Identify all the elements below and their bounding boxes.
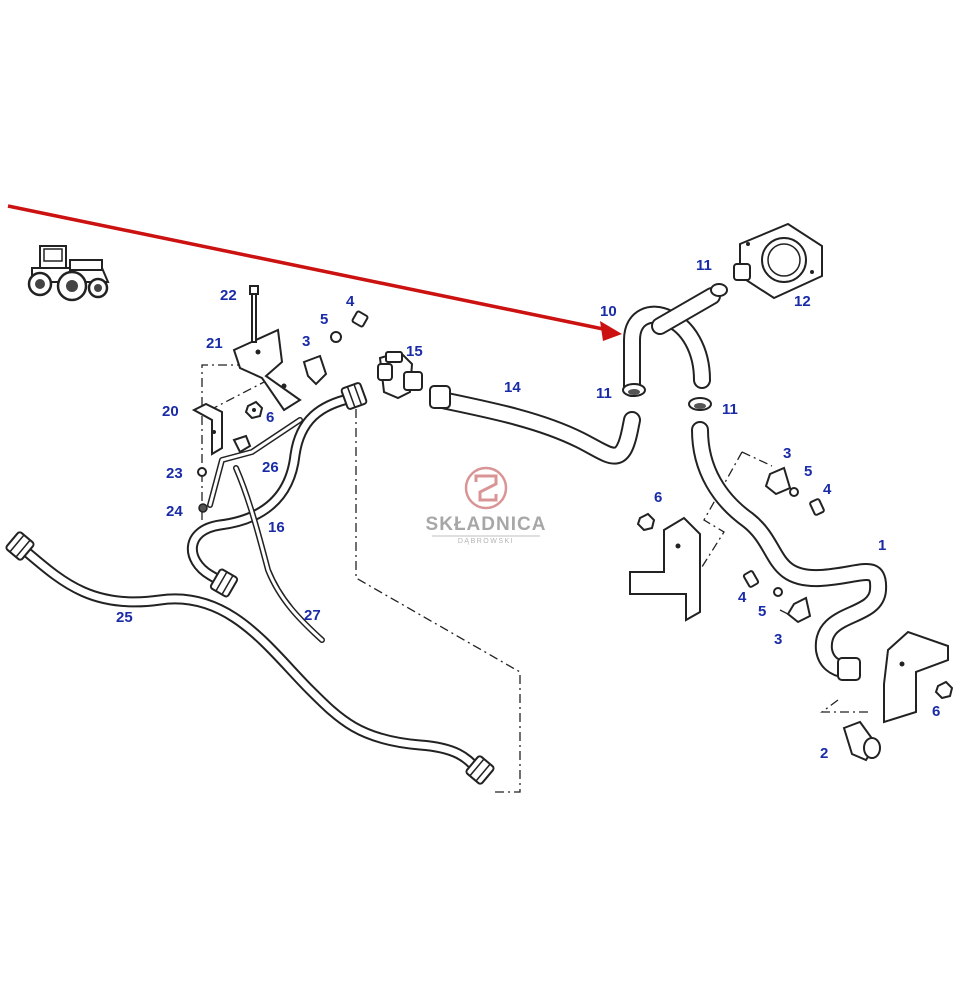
callout-6: 6 <box>654 489 662 506</box>
part-21-bracket <box>232 328 302 412</box>
callout-22: 22 <box>220 287 237 304</box>
part-15-t-fitting <box>377 350 423 400</box>
watermark-sub: DĄBROWSKI <box>458 538 514 545</box>
part-10-hose <box>623 287 721 397</box>
callout-24: 24 <box>166 503 183 520</box>
callout-23: 23 <box>166 465 183 482</box>
part-22-bolt <box>249 285 259 343</box>
small-hardware-left <box>197 310 369 513</box>
callout-25: 25 <box>116 609 133 626</box>
callout-6: 6 <box>266 409 274 426</box>
highlight-arrow <box>7 204 622 341</box>
watermark-brand: SKŁADNICA <box>426 514 547 535</box>
callout-15: 15 <box>406 343 423 360</box>
part-6-bracket-right <box>883 630 949 724</box>
callout-27: 27 <box>304 607 321 624</box>
callout-12: 12 <box>794 293 811 310</box>
callout-6: 6 <box>932 703 940 720</box>
callout-3: 3 <box>774 631 782 648</box>
callout-4: 4 <box>738 589 747 606</box>
part-11-clamps <box>622 283 728 411</box>
callout-26: 26 <box>262 459 279 476</box>
callout-11: 11 <box>596 385 612 402</box>
small-hardware-right <box>636 466 954 700</box>
part-27-thin-pipe <box>207 417 325 643</box>
callout-20: 20 <box>162 403 179 420</box>
tractor-icon <box>27 245 110 302</box>
callouts: 1 2 3 3 3 4 4 4 5 5 5 6 6 6 10 11 11 11 … <box>116 257 940 762</box>
callout-10: 10 <box>600 303 617 320</box>
callout-5: 5 <box>758 603 766 620</box>
callout-14: 14 <box>504 379 521 396</box>
callout-5: 5 <box>804 463 812 480</box>
part-25-pipe <box>5 531 495 785</box>
callout-11: 11 <box>722 401 738 418</box>
callout-4: 4 <box>346 293 355 310</box>
callout-11: 11 <box>696 257 712 274</box>
callout-3: 3 <box>302 333 310 350</box>
callout-16: 16 <box>268 519 285 536</box>
part-14-hose <box>429 385 641 465</box>
part-6-bracket-left <box>629 516 701 622</box>
part-1-hose <box>691 421 888 681</box>
callout-3: 3 <box>783 445 791 462</box>
callout-21: 21 <box>206 335 223 352</box>
callout-1: 1 <box>878 537 886 554</box>
part-20-bracket <box>191 402 223 456</box>
callout-4: 4 <box>823 481 832 498</box>
part-16-pipe <box>187 382 368 598</box>
part-2-elbow <box>842 720 881 762</box>
watermark-logo-icon <box>464 466 508 510</box>
part-12-flange <box>733 222 823 300</box>
callout-2: 2 <box>820 745 828 762</box>
callout-5: 5 <box>320 311 328 328</box>
